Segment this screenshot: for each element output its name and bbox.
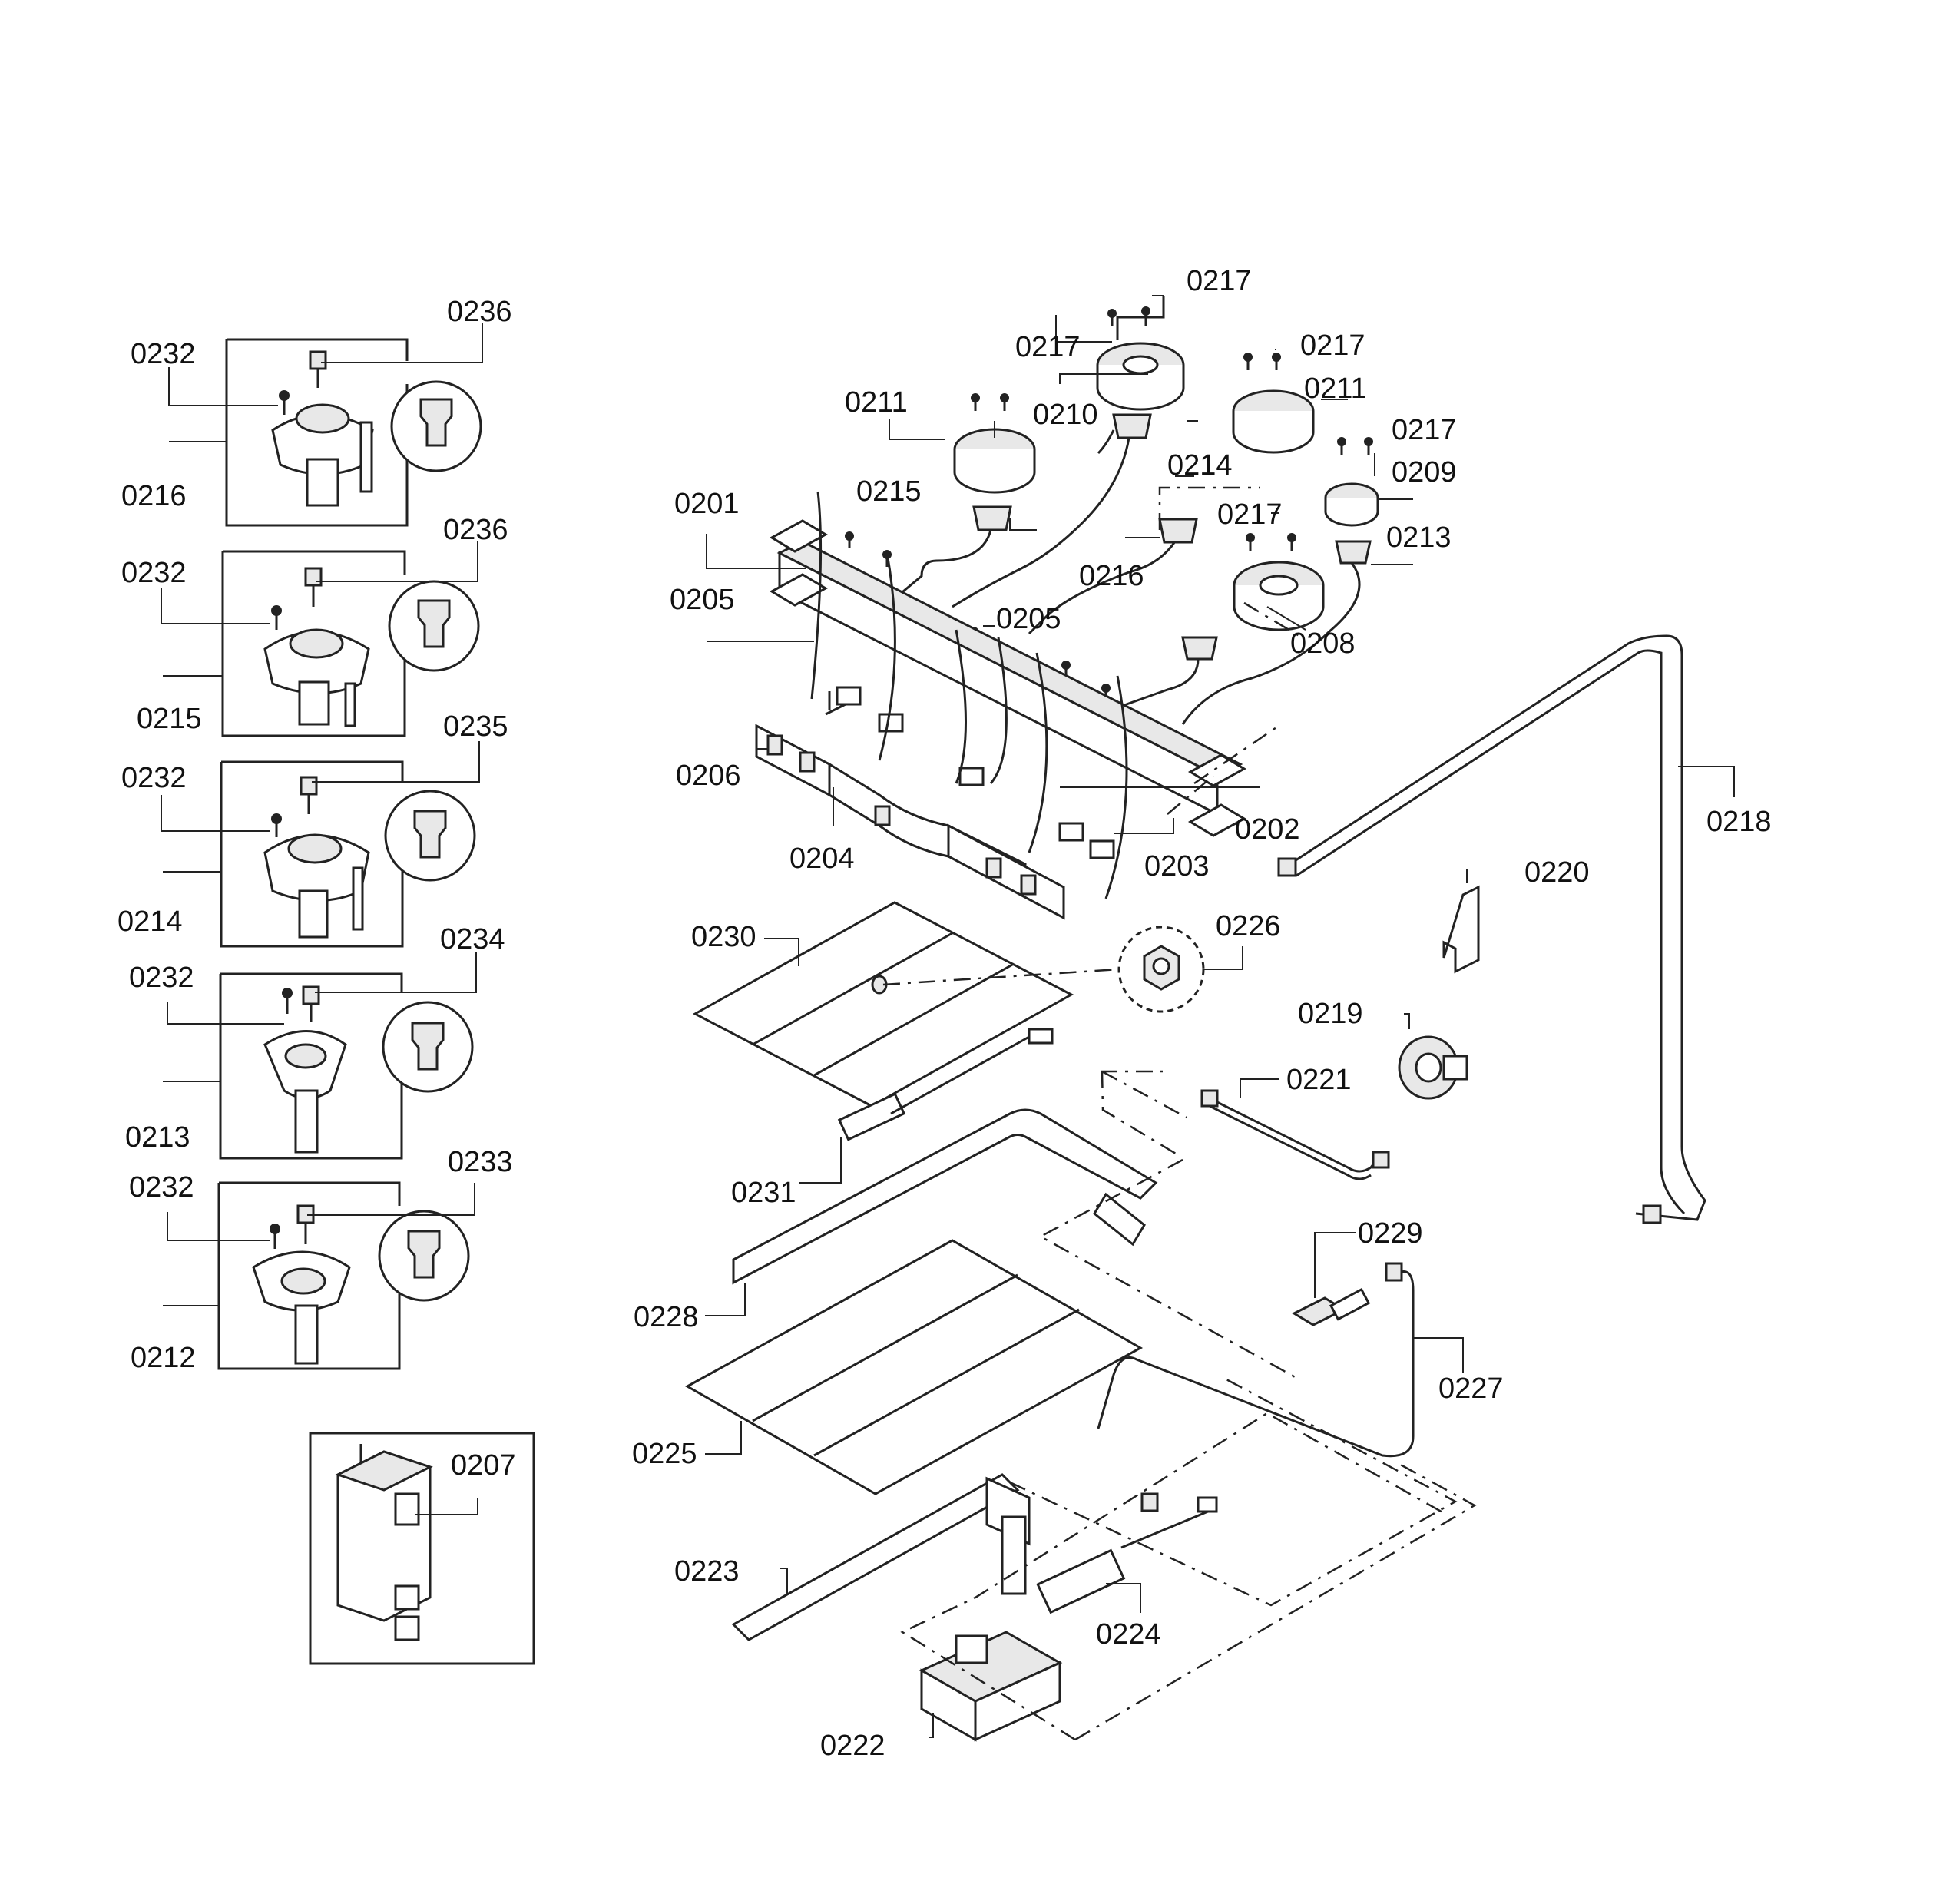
label-0202: 0202 [1235, 813, 1300, 846]
label-0208: 0208 [1290, 627, 1356, 660]
label-0210: 0210 [1033, 399, 1098, 431]
label-0227: 0227 [1438, 1373, 1504, 1405]
label-0217-d: 0217 [1392, 414, 1457, 446]
label-0211-right: 0211 [1304, 373, 1367, 405]
tube-0221 [1200, 1089, 1390, 1180]
screws [845, 306, 1373, 700]
broil-baffle [692, 901, 1074, 1108]
label-0225: 0225 [632, 1438, 697, 1470]
left-leaders [161, 323, 483, 1306]
burner-base-inset-3 [220, 760, 476, 948]
thermostat-valve-0222 [919, 1631, 1063, 1742]
label-0232-5: 0232 [129, 1171, 194, 1204]
label-0209: 0209 [1392, 456, 1457, 488]
label-0226: 0226 [1216, 910, 1281, 942]
label-0217-top: 0217 [1187, 265, 1252, 297]
igniter-0224 [1036, 1496, 1218, 1614]
label-0212: 0212 [131, 1342, 196, 1374]
label-0232-4: 0232 [129, 962, 194, 994]
part-labels: 0236 0232 0216 0236 0232 0215 0235 0232 … [118, 265, 1772, 1762]
assembly-dash-lines [900, 486, 1477, 1741]
label-0217-c: 0217 [1300, 329, 1365, 362]
label-0207: 0207 [451, 1449, 516, 1482]
label-0206: 0206 [676, 760, 741, 792]
valve-bodies [972, 413, 1372, 661]
label-0219: 0219 [1298, 998, 1363, 1030]
burner-base-inset-1 [225, 338, 482, 527]
bake-burner-0228 [732, 1108, 1158, 1285]
label-0230: 0230 [691, 921, 756, 953]
label-0211-left: 0211 [845, 386, 908, 419]
burner-box-frame [769, 519, 1247, 837]
orifice-0229 [1291, 1287, 1371, 1326]
label-0222: 0222 [820, 1730, 885, 1762]
label-0234: 0234 [440, 923, 505, 955]
label-0203: 0203 [1144, 850, 1210, 882]
label-0233: 0233 [448, 1146, 513, 1178]
supply-tube-0218 [1277, 634, 1706, 1224]
burner-base-inset-2 [221, 550, 480, 737]
tube-0227 [1097, 1262, 1415, 1512]
burner-heads [953, 342, 1379, 631]
gas-manifold [755, 724, 1065, 920]
label-0232-1: 0232 [131, 338, 196, 370]
label-0232-2: 0232 [121, 557, 187, 589]
label-0213-top: 0213 [1386, 522, 1452, 554]
label-0218: 0218 [1706, 806, 1772, 838]
label-0236-top: 0236 [447, 296, 512, 328]
label-0205-left: 0205 [670, 584, 735, 616]
label-0214-top: 0214 [1167, 449, 1233, 482]
label-0217-b: 0217 [1015, 331, 1081, 363]
label-0201: 0201 [674, 488, 740, 520]
label-0215-left: 0215 [137, 703, 202, 735]
label-0229: 0229 [1358, 1217, 1423, 1250]
label-0228: 0228 [634, 1301, 699, 1333]
label-0231: 0231 [731, 1177, 796, 1209]
label-0213-left: 0213 [125, 1121, 190, 1154]
label-0205-mid: 0205 [996, 603, 1061, 635]
nut-0226 [882, 926, 1205, 1013]
burner-base-inset-5 [217, 1181, 470, 1370]
regulator-0219 [1398, 1035, 1468, 1100]
burner-base-inset-4 [219, 972, 474, 1160]
label-0215-top: 0215 [856, 475, 922, 508]
right-leaders [705, 295, 1735, 1738]
burner-tubes [898, 296, 1361, 725]
bracket-0220 [1442, 885, 1480, 974]
label-0236-2: 0236 [443, 514, 508, 546]
spark-module-inset [309, 1432, 535, 1665]
label-0223: 0223 [674, 1555, 740, 1588]
label-0232-3: 0232 [121, 762, 187, 794]
label-0221: 0221 [1286, 1064, 1352, 1096]
bake-baffle-0225 [684, 1239, 1144, 1495]
label-0216-left: 0216 [121, 480, 187, 512]
label-0220: 0220 [1524, 856, 1590, 889]
label-0235: 0235 [443, 710, 508, 743]
label-0216-top: 0216 [1079, 560, 1144, 592]
label-0204: 0204 [789, 843, 855, 875]
label-0224: 0224 [1096, 1618, 1161, 1651]
valves-and-ignition-wires [810, 491, 1128, 899]
igniter-0231 [837, 1028, 1054, 1141]
label-0214-left: 0214 [118, 906, 183, 938]
label-0217-e: 0217 [1217, 498, 1283, 531]
broil-burner-0223 [731, 1473, 1031, 1641]
